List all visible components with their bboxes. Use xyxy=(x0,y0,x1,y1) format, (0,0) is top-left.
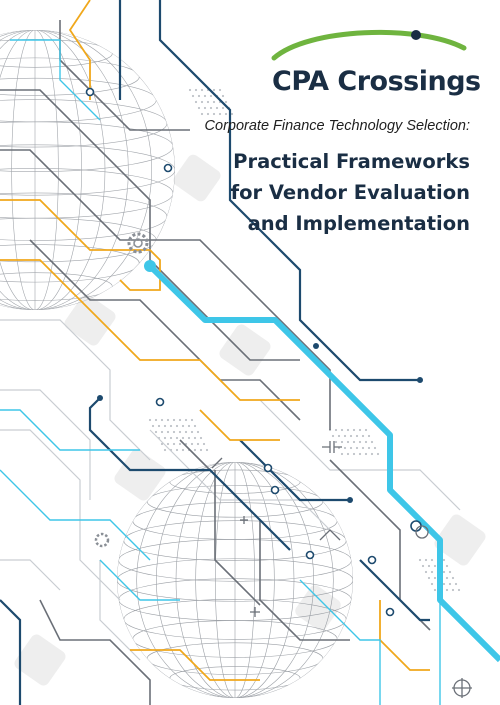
logo-arc-icon xyxy=(271,29,467,61)
cover-title-line: Practical Frameworks xyxy=(233,150,470,173)
cover-subtitle: Corporate Finance Technology Selection: xyxy=(204,118,470,134)
cover-title: Practical Frameworks for Vendor Evaluati… xyxy=(231,146,470,239)
crosshair-icon xyxy=(415,525,472,698)
gear-icon xyxy=(127,232,149,254)
brand-logo: CPA Crossings xyxy=(268,22,481,100)
cover-title-line: and Implementation xyxy=(247,212,470,235)
cover-title-line: for Vendor Evaluation xyxy=(230,181,470,204)
brand-name: CPA Crossings xyxy=(272,66,481,97)
